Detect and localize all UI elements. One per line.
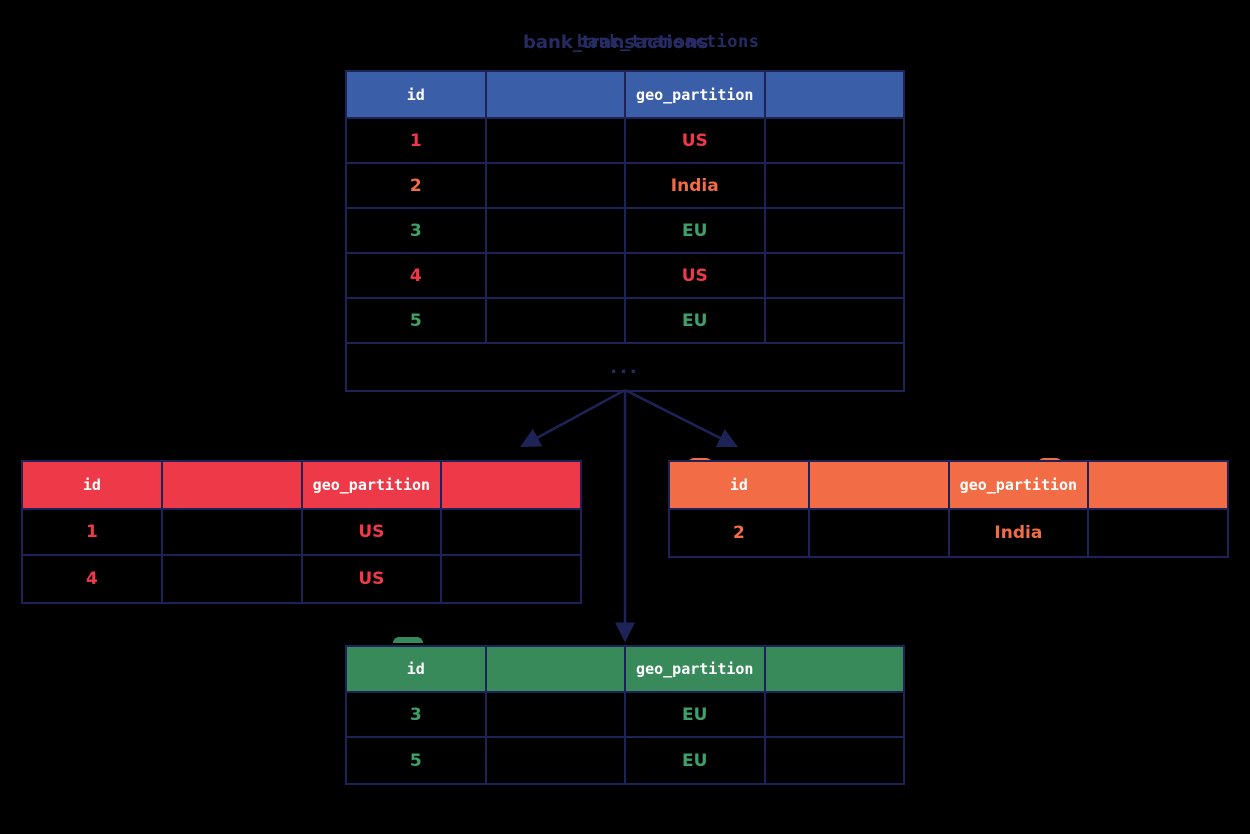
cell-geo: EU (626, 299, 766, 344)
table-row: 4 US (23, 556, 580, 602)
table-row: 5 EU (347, 299, 903, 344)
main-header-id: id (347, 72, 487, 119)
main-header-blank1 (486, 72, 626, 119)
title-text: bank_transactions (523, 32, 709, 53)
cell-id: 2 (347, 164, 487, 209)
main-header-geo-partition: geo_partition (626, 72, 766, 119)
main-header-blank2 (765, 72, 903, 119)
cell-blank (810, 510, 950, 556)
india-partition-table: id geo_partition 2 India (668, 460, 1229, 558)
table-row: 2 India (670, 510, 1227, 556)
cell-geo: India (950, 510, 1090, 556)
eu-header-geo-partition: geo_partition (626, 647, 766, 693)
india-header-blank1 (809, 462, 950, 510)
table-row: 1 US (347, 119, 903, 164)
cell-blank (487, 738, 626, 783)
cell-geo: US (626, 119, 766, 164)
table-row: 2 India (347, 164, 903, 209)
cell-blank (486, 164, 626, 209)
eu-header-blank2 (765, 647, 903, 693)
cell-blank (486, 299, 626, 344)
cell-id: 3 (347, 693, 487, 738)
cell-blank (442, 556, 580, 602)
cell-id: 5 (347, 738, 487, 783)
table-row: 3 EU (347, 693, 903, 738)
us-header-blank1 (162, 462, 303, 510)
cell-blank (765, 693, 903, 738)
main-table-header-row: id geo_partition (347, 72, 903, 119)
cell-blank (765, 254, 903, 299)
india-partition-header-row: id geo_partition (670, 462, 1227, 510)
cell-id: 1 (23, 510, 163, 556)
cell-blank (765, 164, 903, 209)
eu-header-blank1 (486, 647, 626, 693)
cell-geo: EU (626, 209, 766, 254)
cell-geo: US (626, 254, 766, 299)
cell-blank (162, 510, 303, 556)
cell-id: 2 (670, 510, 810, 556)
cell-blank (163, 556, 303, 602)
cell-blank (765, 299, 903, 344)
cell-blank (442, 510, 580, 556)
cell-id: 1 (347, 119, 487, 164)
india-header-geo-partition: geo_partition (949, 462, 1090, 510)
cell-blank (486, 254, 626, 299)
table-row: 5 EU (347, 738, 903, 783)
title-text-overlay: bank_transactions (577, 32, 760, 52)
diagram-title: bank_transactions bank_transactions (345, 32, 905, 58)
us-partition-table: id geo_partition 1 US 4 US (21, 460, 582, 604)
india-header-id: id (670, 462, 810, 510)
main-table: id geo_partition 1 US 2 India 3 EU 4 US (345, 70, 905, 392)
arrow-to-india-partition (624, 388, 739, 448)
eu-header-id: id (347, 647, 487, 693)
us-header-id: id (23, 462, 163, 510)
cell-geo: US (302, 510, 443, 556)
table-row: 4 US (347, 254, 903, 299)
cell-blank (765, 119, 903, 164)
cell-blank (486, 209, 626, 254)
cell-id: 5 (347, 299, 487, 344)
arrow-to-us-partition (520, 388, 626, 448)
cell-id: 4 (23, 556, 163, 602)
ellipsis-text: ... (610, 356, 640, 378)
cell-geo: EU (626, 693, 766, 738)
eu-partition-table: id geo_partition 3 EU 5 EU (345, 645, 905, 785)
cell-id: 4 (347, 254, 487, 299)
cell-blank (1089, 510, 1227, 556)
us-partition-header-row: id geo_partition (23, 462, 580, 510)
cell-geo: EU (626, 738, 766, 783)
cell-blank (766, 738, 904, 783)
us-header-geo-partition: geo_partition (302, 462, 443, 510)
cell-geo: US (303, 556, 443, 602)
cell-blank (486, 119, 626, 164)
ellipsis-row: ... (347, 344, 903, 390)
table-row: 1 US (23, 510, 580, 556)
cell-blank (765, 209, 903, 254)
india-header-blank2 (1089, 462, 1227, 510)
cell-blank (486, 693, 626, 738)
eu-partition-header-row: id geo_partition (347, 647, 903, 693)
cell-id: 3 (347, 209, 487, 254)
emoji-remnant-arc (393, 637, 423, 643)
us-header-blank2 (442, 462, 580, 510)
table-row: 3 EU (347, 209, 903, 254)
cell-geo: India (626, 164, 766, 209)
